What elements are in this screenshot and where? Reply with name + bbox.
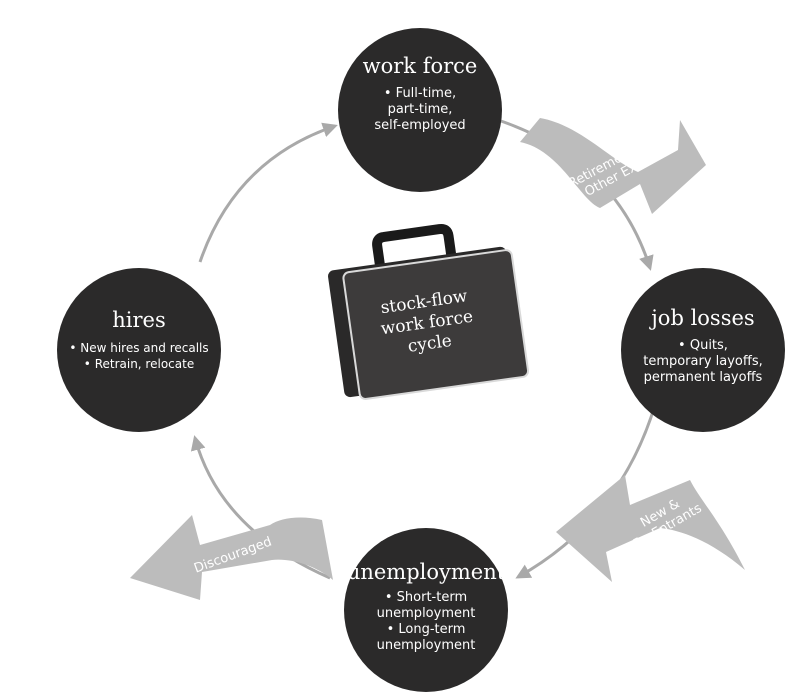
unemployment-line-1: • Short-term [384,590,468,605]
retirements-flow-arrow [520,118,706,214]
job-losses-line-1: • Quits, [678,338,728,353]
job-losses-title: job losses [651,306,755,330]
job-losses-line-3: permanent layoffs [643,370,763,385]
work-force-line-1: • Full-time, [383,86,457,101]
unemployment-detail: • Short-term unemployment • Long-term un… [344,590,508,654]
job-losses-circle [621,268,785,432]
work-force-node: work force • Full-time, part-time, self-… [338,54,502,134]
hires-circle [57,268,221,432]
unemployment-circle [344,528,508,692]
job-losses-detail: • Quits, temporary layoffs, permanent la… [621,338,785,386]
unemployment-line-2: unemployment [376,606,476,621]
hires-detail: • New hires and recalls • Retrain, reloc… [57,340,221,372]
work-force-title: work force [362,54,478,78]
work-force-detail: • Full-time, part-time, self-employed [338,86,502,134]
hires-line-2: • Retrain, relocate [83,357,195,371]
arc-hires-to-work-force [198,122,338,263]
arc-unemployment-to-hires [190,435,331,580]
unemployment-title: unemployment [346,560,506,584]
unemployment-line-3: • Long-term [386,622,466,637]
hires-node: hires • New hires and recalls • Retrain,… [57,308,221,372]
briefcase-icon [328,223,530,400]
discouraged-flow-arrow [130,515,333,600]
new-entrants-flow-arrow [556,475,745,582]
job-losses-node: job losses • Quits, temporary layoffs, p… [621,306,785,386]
unemployment-line-4: unemployment [376,638,476,653]
job-losses-line-2: temporary layoffs, [643,354,763,369]
work-force-line-2: part-time, [387,102,453,117]
unemployment-node: unemployment • Short-term unemployment •… [344,560,508,654]
work-force-circle [338,28,502,192]
hires-title: hires [112,308,166,332]
work-force-line-3: self-employed [374,118,466,133]
hires-line-1: • New hires and recalls [69,341,209,355]
